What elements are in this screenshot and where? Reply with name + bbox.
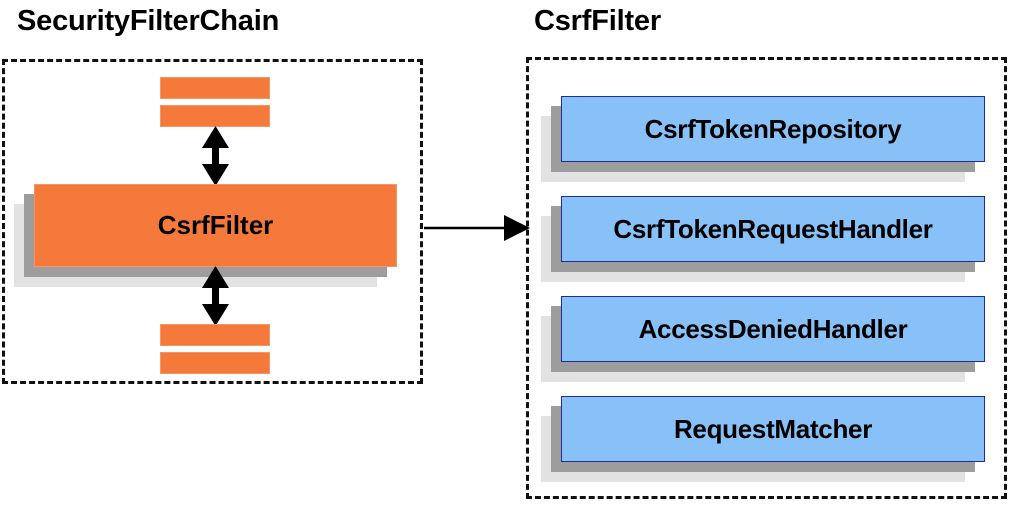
component-card[interactable]: AccessDeniedHandler <box>561 296 985 362</box>
filter-bar-top-2 <box>160 105 270 127</box>
csrf-filter-card-label: CsrfFilter <box>157 210 274 240</box>
component-card-label: CsrfTokenRequestHandler <box>613 213 933 244</box>
csrf-filter-panel <box>526 57 1007 499</box>
component-card-label: AccessDeniedHandler <box>638 313 908 344</box>
double-arrow-down <box>202 266 229 326</box>
filter-bar-bottom-2 <box>160 352 270 374</box>
csrf-filter-card[interactable]: CsrfFilter <box>34 184 397 267</box>
component-card[interactable]: RequestMatcher <box>561 396 985 462</box>
component-card-label: CsrfTokenRepository <box>644 113 902 144</box>
component-card[interactable]: CsrfTokenRepository <box>561 96 985 162</box>
arrow-right <box>424 215 530 241</box>
double-arrow-up <box>202 126 229 186</box>
csrf-filter-title: CsrfFilter <box>534 5 661 37</box>
component-card-label: RequestMatcher <box>673 413 873 444</box>
component-card[interactable]: CsrfTokenRequestHandler <box>561 196 985 262</box>
security-filter-chain-title: SecurityFilterChain <box>17 5 280 37</box>
security-filter-chain-panel <box>2 59 423 384</box>
filter-bar-top-1 <box>160 77 270 99</box>
filter-bar-bottom-1 <box>160 324 270 346</box>
